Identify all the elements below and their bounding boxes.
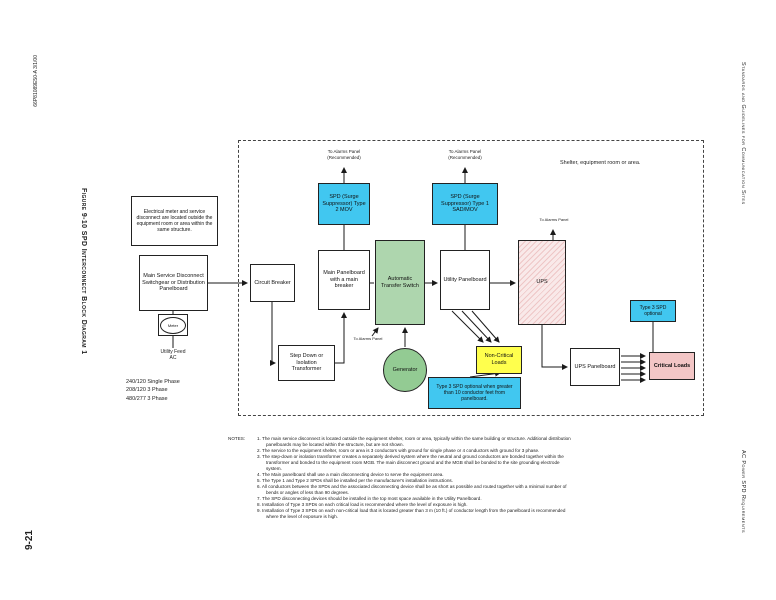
meter-note-box: Electrical meter and service disconnect … <box>131 196 218 246</box>
main-panelboard-box: Main Panelboard with a main breaker <box>318 250 370 310</box>
spd-type1-box: SPD (Surge Suppressor) Type 1 SAD/MOV <box>432 183 498 225</box>
phase-options: 240/120 Single Phase 208/120 3 Phase 480… <box>126 378 221 403</box>
page-number: 9-21 <box>24 530 35 551</box>
footer-right-text: AC Power SPD Requirements <box>740 450 746 533</box>
utility-panelboard-box: Utility Panelboard <box>440 250 490 310</box>
figure-title: Figure 9-10 SPD Interconnect Block Diagr… <box>80 188 87 355</box>
phase-option-3: 480/277 3 Phase <box>126 395 168 402</box>
phase-option-1: 240/120 Single Phase <box>126 379 180 385</box>
ups-panelboard-box: UPS Panelboard <box>570 348 620 386</box>
spd-type2-box: SPD (Surge Suppressor) Type 2 MOV <box>318 183 370 225</box>
shelter-boundary <box>238 140 704 416</box>
notes-label: NOTES: <box>228 436 246 441</box>
alarm-label-ups: To Alarms Panel <box>539 217 569 222</box>
utility-feed-line2: AC <box>169 355 177 362</box>
alarm-spd1-line2: (Recommended) <box>448 154 482 160</box>
circuit-breaker-box: Circuit Breaker <box>250 264 295 302</box>
alarm-label-spd1: To Alarms Panel (Recommended) <box>427 149 503 160</box>
type3-spd-box: Type 3 SPD optional <box>630 300 676 322</box>
note-item-8: 8. Installation of Type 3 SPDs on each c… <box>257 501 468 507</box>
note-item-4: 4. The Main panelboard shall use a main … <box>257 471 444 477</box>
critical-loads-box: Critical Loads <box>649 352 695 380</box>
transformer-box: Step Down or Isolation Transformer <box>278 345 335 381</box>
phase-option-2: 208/120 3 Phase <box>126 387 168 394</box>
note-item-1: 1. The main service disconnect is locate… <box>257 436 571 447</box>
alarm-spd1-line1: To Alarms Panel <box>448 149 482 154</box>
edge-code-text: 66P81089E50-A 3/1/00 <box>33 55 39 107</box>
alarm-spd2-line1: To Alarms Panel <box>327 149 361 154</box>
automatic-transfer-switch-box: Automatic Transfer Switch <box>375 240 425 325</box>
note-item-3: 3. The step-down or isolation transforme… <box>257 453 564 471</box>
note-item-9: 9. Installation of Type 3 SPDs on each n… <box>257 507 566 519</box>
generator-circle: Generator <box>383 348 427 392</box>
meter-dial: Meter <box>160 316 186 334</box>
type3-note-box: Type 3 SPD optional when greater than 10… <box>428 377 521 409</box>
note-item-2: 2. The service to the equipment shelter,… <box>257 447 540 453</box>
utility-feed-line1: Utility Feed <box>160 349 186 355</box>
note-item-7: 7. The SPD disconnecting devices should … <box>257 495 482 501</box>
alarm-label-ats: To Alarms Panel <box>353 336 383 341</box>
main-service-disconnect-box: Main Service Disconnect Switchgear or Di… <box>139 255 208 311</box>
utility-feed-label: Utility Feed AC <box>148 349 198 362</box>
ups-box: UPS <box>518 240 566 325</box>
notes-section: NOTES: 1. The main service disconnect is… <box>228 436 573 520</box>
notes-list: 1. The main service disconnect is locate… <box>257 436 573 520</box>
note-item-5: 5. The Type 1 and Type 2 SPDs shall be i… <box>257 477 453 483</box>
shelter-label: Shelter, equipment room or area. <box>560 160 641 166</box>
alarm-label-spd2: To Alarms Panel (Recommended) <box>305 149 383 160</box>
note-item-6: 6. All conductors between the SPDs and t… <box>257 483 567 495</box>
header-right-text: Standards and Guidelines for Communicati… <box>740 62 746 205</box>
non-critical-loads-box: Non-Critical Loads <box>476 346 522 374</box>
meter-box: Meter <box>158 314 188 336</box>
alarm-spd2-line2: (Recommended) <box>327 154 361 160</box>
